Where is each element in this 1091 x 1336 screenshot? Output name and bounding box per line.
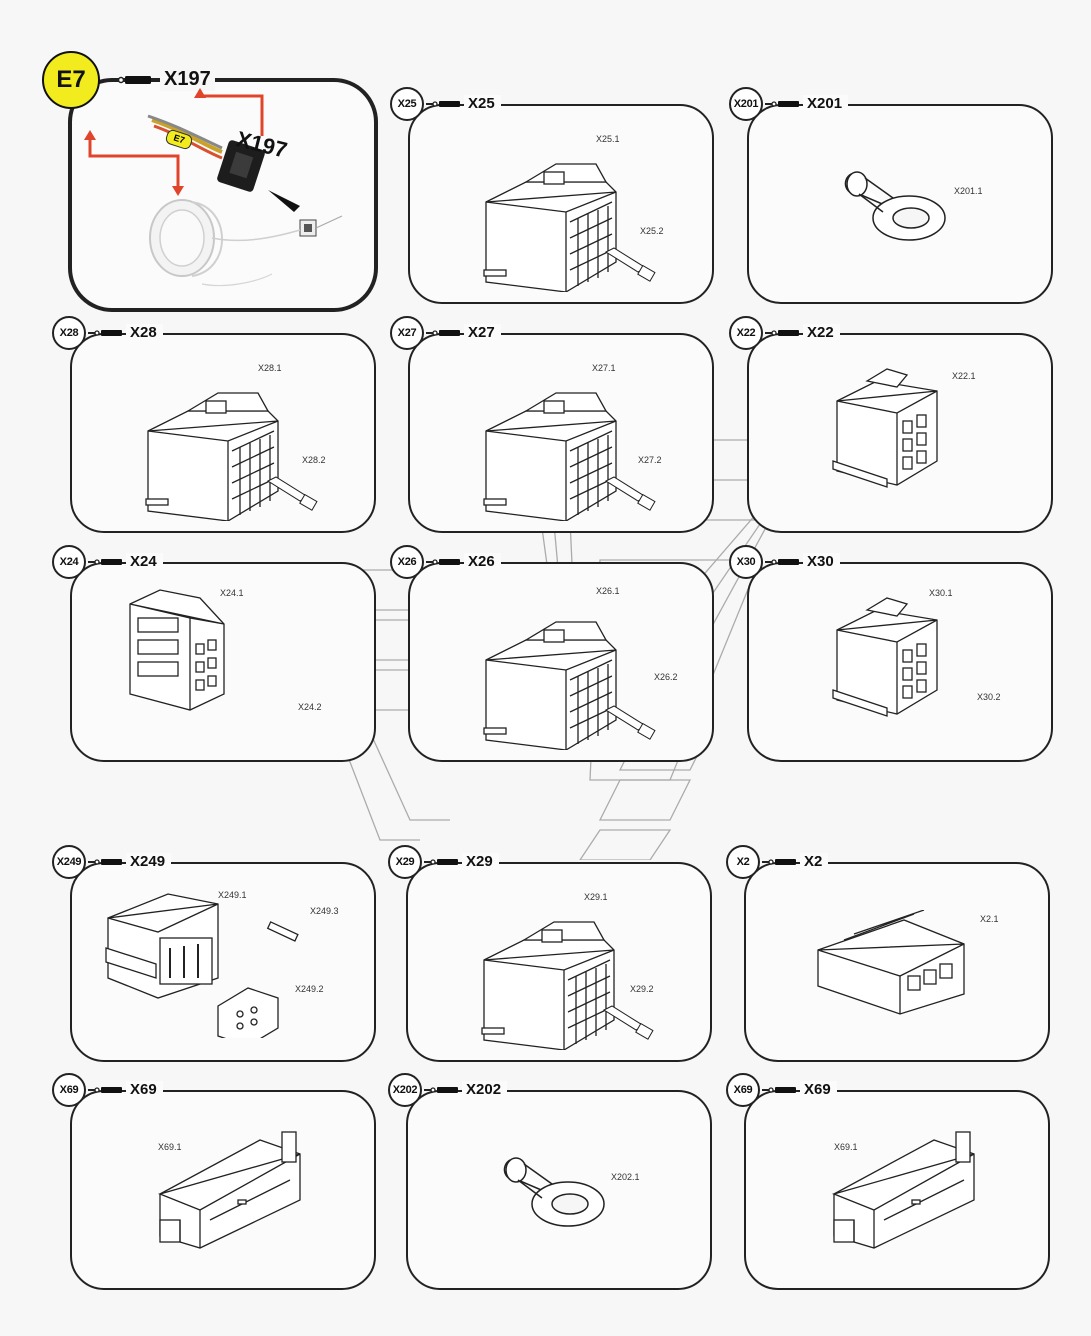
connector-badge: X27: [390, 316, 424, 350]
plug-icon: [424, 1087, 458, 1093]
connector-title: X69: [126, 1081, 163, 1098]
connector-title: X2: [800, 853, 829, 870]
part-label: X202.1: [611, 1172, 640, 1182]
connector-drawing: [827, 590, 967, 725]
connector-title: X249: [126, 853, 172, 870]
connector-drawing: [128, 371, 328, 526]
connector-title: X25: [464, 95, 501, 112]
connector-badge: X29: [388, 845, 422, 879]
connector-drawing: [496, 1142, 616, 1237]
part-label: X69.1: [158, 1142, 182, 1152]
part-label: X249.1: [218, 890, 247, 900]
connector-badge: X24: [52, 545, 86, 579]
connector-title: X28: [126, 324, 163, 341]
connector-badge: X69: [52, 1073, 86, 1107]
connector-title: X24: [126, 553, 163, 570]
connector-drawing: [466, 142, 666, 297]
panel-x69b: X69 X69 X69.1: [726, 1072, 1054, 1292]
connector-badge: X26: [390, 545, 424, 579]
part-label: X30.1: [929, 588, 953, 598]
connector-title: X30: [803, 553, 840, 570]
connector-drawing: [120, 584, 240, 719]
connector-drawing: [837, 156, 957, 251]
part-label: X2.1: [980, 914, 999, 924]
plug-icon: [88, 1087, 122, 1093]
connector-title: X26: [464, 553, 501, 570]
connector-badge: X69: [726, 1073, 760, 1107]
connector-badge: X2: [726, 845, 760, 879]
part-label: X25.2: [640, 226, 664, 236]
part-label: X29.1: [584, 892, 608, 902]
panel-x201: X201 X201 X201.1: [729, 86, 1057, 306]
connector-drawing: [98, 888, 318, 1047]
part-label: X24.2: [298, 702, 322, 712]
connector-drawing: [464, 900, 664, 1055]
connector-badge: X201: [729, 87, 763, 121]
connector-title: X201: [803, 95, 849, 112]
e7-harness-drawing: [84, 88, 343, 287]
connector-badge: X25: [390, 87, 424, 121]
panel-x69a: X69 X69 X69.1: [52, 1072, 380, 1292]
plug-icon: [424, 859, 458, 865]
panel-x2: X2 X2 X2.1: [726, 844, 1054, 1064]
plug-icon: [765, 101, 799, 107]
connector-title: X202: [462, 1081, 508, 1098]
part-label: X27.2: [638, 455, 662, 465]
part-label: X28.1: [258, 363, 282, 373]
part-label: X249.3: [310, 906, 339, 916]
part-label: X30.2: [977, 692, 1001, 702]
part-label: X69.1: [834, 1142, 858, 1152]
e7-connector-title: X197: [160, 68, 215, 91]
plug-icon: [88, 859, 122, 865]
connector-drawing: [466, 371, 666, 526]
plug-icon: [88, 559, 122, 565]
plug-icon: [426, 330, 460, 336]
e7-badge: E7: [42, 51, 100, 109]
part-label: X27.1: [592, 363, 616, 373]
connector-drawing: [824, 1124, 994, 1259]
part-label: X22.1: [952, 371, 976, 381]
panel-x202: X202 X202 X202.1: [388, 1072, 716, 1292]
connector-badge: X202: [388, 1073, 422, 1107]
connector-badge: X22: [729, 316, 763, 350]
connector-drawing: [814, 909, 974, 1025]
plug-icon: [765, 559, 799, 565]
panel-e7-frame: [68, 78, 378, 312]
plug-icon: [88, 330, 122, 336]
plug-icon: [762, 859, 796, 865]
connector-drawing: [150, 1124, 320, 1259]
connector-drawing: [466, 600, 666, 755]
part-label: X26.1: [596, 586, 620, 596]
connector-title: X27: [464, 324, 501, 341]
connector-title: X22: [803, 324, 840, 341]
part-label: X24.1: [220, 588, 244, 598]
plug-icon: [108, 76, 151, 84]
connector-badge: X249: [52, 845, 86, 879]
part-label: X201.1: [954, 186, 983, 196]
connector-badge: X28: [52, 316, 86, 350]
part-label: X249.2: [295, 984, 324, 994]
connector-badge: X30: [729, 545, 763, 579]
plug-icon: [426, 559, 460, 565]
connector-title: X29: [462, 853, 499, 870]
plug-icon: [765, 330, 799, 336]
connector-drawing: [827, 361, 967, 496]
part-label: X28.2: [302, 455, 326, 465]
plug-icon: [762, 1087, 796, 1093]
plug-icon: [426, 101, 460, 107]
part-label: X26.2: [654, 672, 678, 682]
part-label: X29.2: [630, 984, 654, 994]
panel-x22: X22 X22 X22.1: [729, 315, 1057, 535]
connector-title: X69: [800, 1081, 837, 1098]
part-label: X25.1: [596, 134, 620, 144]
